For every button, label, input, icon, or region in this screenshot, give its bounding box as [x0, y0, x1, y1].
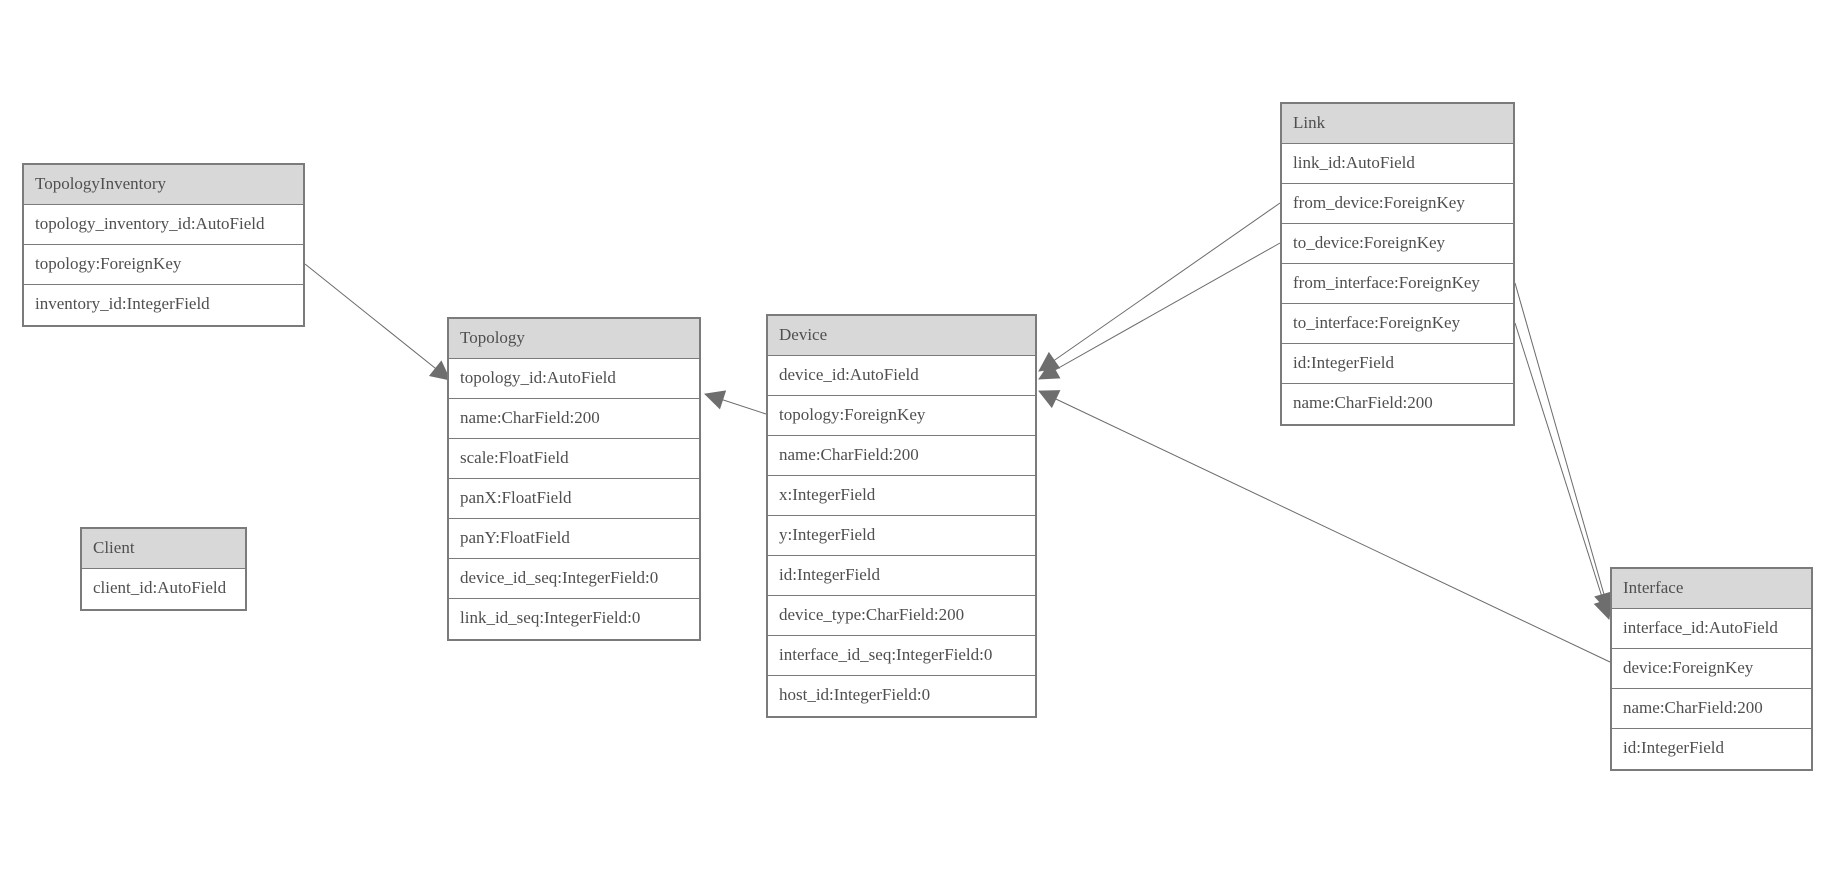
entity-field-row: interface_id:AutoField — [1612, 609, 1811, 649]
edge-topologyinventory-topology — [304, 263, 451, 381]
entity-title-topology: Topology — [449, 319, 699, 359]
entity-field-row: id:IntegerField — [1282, 344, 1513, 384]
entity-table-client: Client client_id:AutoField — [80, 527, 247, 611]
edge-link-todevice-device — [1038, 242, 1281, 380]
entity-field-row: from_interface:ForeignKey — [1282, 264, 1513, 304]
entity-field-row: x:IntegerField — [768, 476, 1035, 516]
edge-device-topology — [704, 390, 767, 415]
entity-title-interface: Interface — [1612, 569, 1811, 609]
entity-title-link: Link — [1282, 104, 1513, 144]
entity-title-topology-inventory: TopologyInventory — [24, 165, 303, 205]
entity-field-row: to_device:ForeignKey — [1282, 224, 1513, 264]
entity-title-device: Device — [768, 316, 1035, 356]
entity-field-row: device_id_seq:IntegerField:0 — [449, 559, 699, 599]
entity-field-row: device:ForeignKey — [1612, 649, 1811, 689]
entity-field-row: device_id:AutoField — [768, 356, 1035, 396]
entity-field-row: name:CharField:200 — [1282, 384, 1513, 424]
edge-interface-device — [1038, 390, 1611, 663]
entity-field-row: to_interface:ForeignKey — [1282, 304, 1513, 344]
entity-field-row: panX:FloatField — [449, 479, 699, 519]
entity-field-row: name:CharField:200 — [1612, 689, 1811, 729]
entity-field-row: topology:ForeignKey — [24, 245, 303, 285]
entity-field-row: id:IntegerField — [768, 556, 1035, 596]
entity-field-row: topology_id:AutoField — [449, 359, 699, 399]
entity-field-row: panY:FloatField — [449, 519, 699, 559]
entity-field-row: topology:ForeignKey — [768, 396, 1035, 436]
edge-link-frominterface-interface — [1514, 282, 1614, 613]
entity-field-row: name:CharField:200 — [449, 399, 699, 439]
entity-field-row: client_id:AutoField — [82, 569, 245, 609]
entity-title-client: Client — [82, 529, 245, 569]
entity-field-row: topology_inventory_id:AutoField — [24, 205, 303, 245]
entity-field-row: device_type:CharField:200 — [768, 596, 1035, 636]
entity-field-row: y:IntegerField — [768, 516, 1035, 556]
entity-field-row: interface_id_seq:IntegerField:0 — [768, 636, 1035, 676]
entity-field-row: inventory_id:IntegerField — [24, 285, 303, 325]
entity-field-row: id:IntegerField — [1612, 729, 1811, 769]
entity-table-topology-inventory: TopologyInventory topology_inventory_id:… — [22, 163, 305, 327]
entity-field-row: from_device:ForeignKey — [1282, 184, 1513, 224]
entity-field-row: host_id:IntegerField:0 — [768, 676, 1035, 716]
entity-field-row: link_id:AutoField — [1282, 144, 1513, 184]
entity-field-row: name:CharField:200 — [768, 436, 1035, 476]
edge-link-fromdevice-device — [1038, 202, 1281, 372]
entity-field-row: scale:FloatField — [449, 439, 699, 479]
entity-field-row: link_id_seq:IntegerField:0 — [449, 599, 699, 639]
edge-link-tointerface-interface — [1514, 322, 1613, 620]
